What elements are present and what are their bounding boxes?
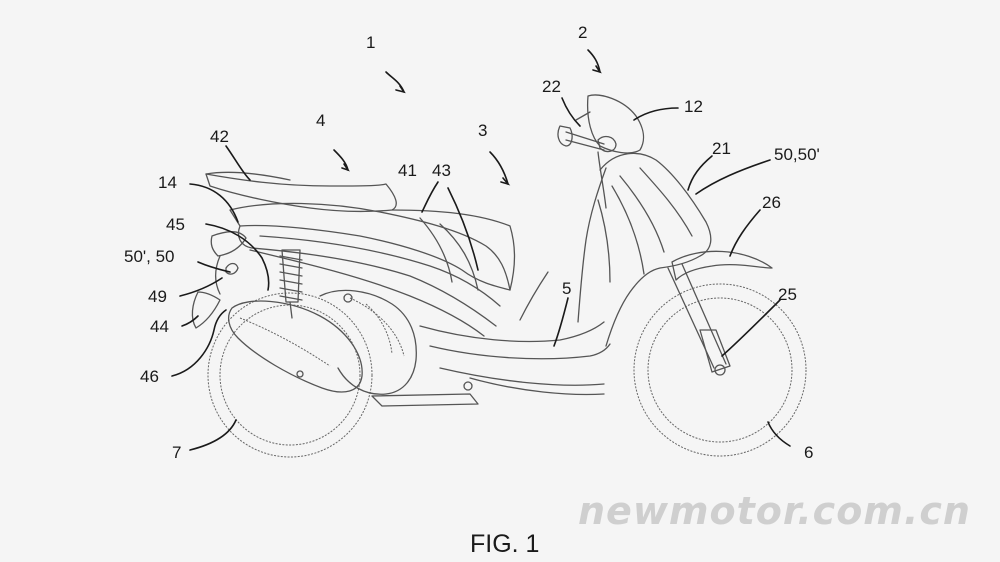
tail-section	[191, 231, 247, 329]
label-3: 3	[478, 121, 487, 140]
label-50-50p-front: 50,50'	[774, 145, 820, 164]
label-5: 5	[562, 279, 571, 298]
engine	[296, 289, 479, 407]
label-45: 45	[166, 215, 185, 234]
label-41: 41	[398, 161, 417, 180]
label-14: 14	[158, 173, 177, 192]
exhaust-muffler	[227, 300, 363, 393]
label-6: 6	[804, 443, 813, 462]
watermark: newmotor.com.cn	[578, 489, 971, 533]
label-49: 49	[148, 287, 167, 306]
label-42: 42	[210, 127, 229, 146]
label-21: 21	[712, 139, 731, 158]
label-26: 26	[762, 193, 781, 212]
front-wheel	[633, 283, 807, 457]
label-43: 43	[432, 161, 451, 180]
footboard	[419, 271, 611, 396]
label-2: 2	[578, 23, 587, 42]
rear-wheel	[207, 292, 373, 458]
reference-labels: 1 2 3 4 5 6 7 12 14 21 22 25 26 41 42 43…	[124, 23, 820, 462]
steering-column	[597, 151, 607, 209]
rear-body	[229, 202, 516, 337]
label-25: 25	[778, 285, 797, 304]
front-fender	[671, 250, 773, 281]
label-50p-50-rear: 50', 50	[124, 247, 175, 266]
seat	[205, 171, 397, 212]
front-fork	[667, 263, 731, 373]
label-44: 44	[150, 317, 169, 336]
label-22: 22	[542, 77, 561, 96]
handlebar-cover	[557, 94, 645, 154]
label-12: 12	[684, 97, 703, 116]
figure-caption: FIG. 1	[470, 530, 539, 558]
front-shield	[577, 152, 712, 347]
label-4: 4	[316, 111, 325, 130]
label-1: 1	[366, 33, 375, 52]
label-46: 46	[140, 367, 159, 386]
leader-lines	[171, 49, 791, 451]
label-7: 7	[172, 443, 181, 462]
